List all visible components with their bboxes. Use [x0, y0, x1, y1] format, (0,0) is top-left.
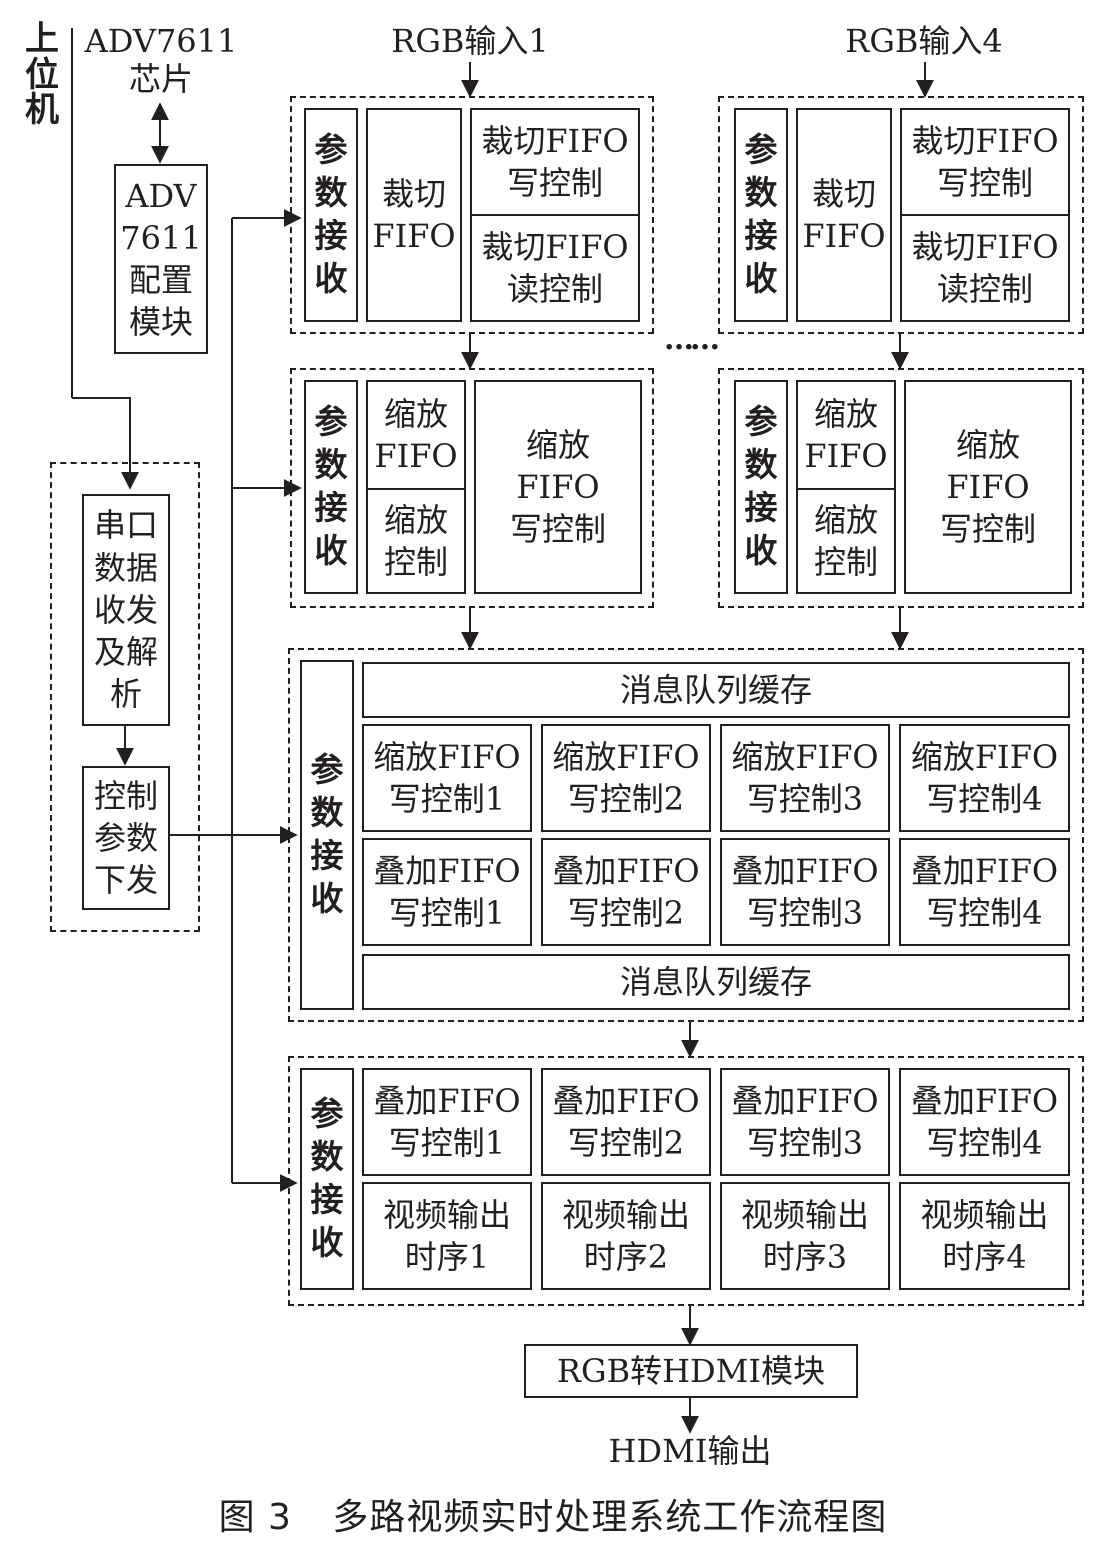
rgb-to-hdmi-module: RGB转HDMI模块	[524, 1344, 858, 1398]
queue-scale-write-ctrl-4: 缩放FIFO 写控制4	[899, 724, 1070, 832]
output-overlay-write-ctrl-2: 叠加FIFO 写控制2	[541, 1068, 711, 1176]
scale-fifo-write-ctrl-ch4: 缩放 FIFO 写控制	[904, 380, 1072, 594]
param-receive-crop-ch1: 参 数 接 收	[304, 108, 358, 322]
queue-scale-write-ctrl-1: 缩放FIFO 写控制1	[362, 724, 532, 832]
queue-overlay-write-ctrl-2: 叠加FIFO 写控制2	[541, 838, 711, 946]
queue-overlay-write-ctrl-4: 叠加FIFO 写控制4	[899, 838, 1070, 946]
scale-fifo-ch1: 缩放 FIFO	[366, 380, 466, 490]
host-computer-label: 上 位 机	[25, 19, 59, 131]
queue-overlay-write-ctrl-1: 叠加FIFO 写控制1	[362, 838, 532, 946]
crop-stage-ch1	[290, 96, 654, 334]
scale-ctrl-ch4: 缩放 控制	[796, 488, 896, 594]
crop-fifo-write-ctrl-ch4: 裁切FIFO 写控制	[900, 108, 1070, 216]
param-receive-scale-ch1: 参 数 接 收	[304, 380, 358, 594]
adv7611-config-module: ADV 7611 配置 模块	[114, 164, 208, 354]
scale-stage-ch4	[718, 368, 1084, 608]
rgb-input-1-label: RGB输入1	[391, 22, 549, 60]
scale-ctrl-ch1: 缩放 控制	[366, 488, 466, 594]
output-overlay-write-ctrl-1: 叠加FIFO 写控制1	[362, 1068, 532, 1176]
crop-fifo-read-ctrl-ch1: 裁切FIFO 读控制	[470, 214, 640, 322]
queue-scale-write-ctrl-2: 缩放FIFO 写控制2	[541, 724, 711, 832]
crop-fifo-ch4: 裁切 FIFO	[796, 108, 892, 322]
video-output-timing-3: 视频输出 时序3	[720, 1182, 890, 1290]
output-stage	[288, 1056, 1084, 1306]
param-receive-crop-ch4: 参 数 接 收	[734, 108, 788, 322]
crop-fifo-write-ctrl-ch1: 裁切FIFO 写控制	[470, 108, 640, 216]
queue-stage	[288, 648, 1084, 1022]
rgb-input-4-label: RGB输入4	[845, 22, 1003, 60]
video-output-timing-4: 视频输出 时序4	[899, 1182, 1070, 1290]
message-queue-bottom: 消息队列缓存	[362, 954, 1070, 1010]
output-overlay-write-ctrl-3: 叠加FIFO 写控制3	[720, 1068, 890, 1176]
adv7611-chip-label: ADV7611 芯片	[84, 22, 238, 99]
queue-scale-write-ctrl-3: 缩放FIFO 写控制3	[720, 724, 890, 832]
figure-number: 图 3	[218, 1497, 292, 1538]
video-output-timing-2: 视频输出 时序2	[541, 1182, 711, 1290]
crop-fifo-read-ctrl-ch4: 裁切FIFO 读控制	[900, 214, 1070, 322]
param-receive-queue: 参 数 接 收	[300, 660, 354, 1010]
param-receive-scale-ch4: 参 数 接 收	[734, 380, 788, 594]
control-param-dispatch-module: 控制 参数 下发	[82, 766, 170, 910]
scale-stage-ch1	[290, 368, 654, 608]
queue-overlay-write-ctrl-3: 叠加FIFO 写控制3	[720, 838, 890, 946]
message-queue-top: 消息队列缓存	[362, 662, 1070, 718]
scale-fifo-write-ctrl-ch1: 缩放 FIFO 写控制	[474, 380, 642, 594]
output-overlay-write-ctrl-4: 叠加FIFO 写控制4	[899, 1068, 1070, 1176]
crop-stage-ch4	[718, 96, 1084, 334]
crop-fifo-ch1: 裁切 FIFO	[366, 108, 462, 322]
figure-title: 多路视频实时处理系统工作流程图	[332, 1497, 888, 1538]
param-receive-output: 参 数 接 收	[300, 1068, 354, 1290]
video-output-timing-1: 视频输出 时序1	[362, 1182, 532, 1290]
serial-group-dashed	[50, 462, 200, 932]
hdmi-output-label: HDMI输出	[608, 1432, 772, 1470]
scale-fifo-ch4: 缩放 FIFO	[796, 380, 896, 490]
serial-transceiver-parser-module: 串口 数据 收发 及解 析	[82, 494, 170, 726]
channel-ellipsis: ……	[664, 322, 720, 357]
figure-caption: 图 3 多路视频实时处理系统工作流程图	[0, 1488, 1106, 1540]
